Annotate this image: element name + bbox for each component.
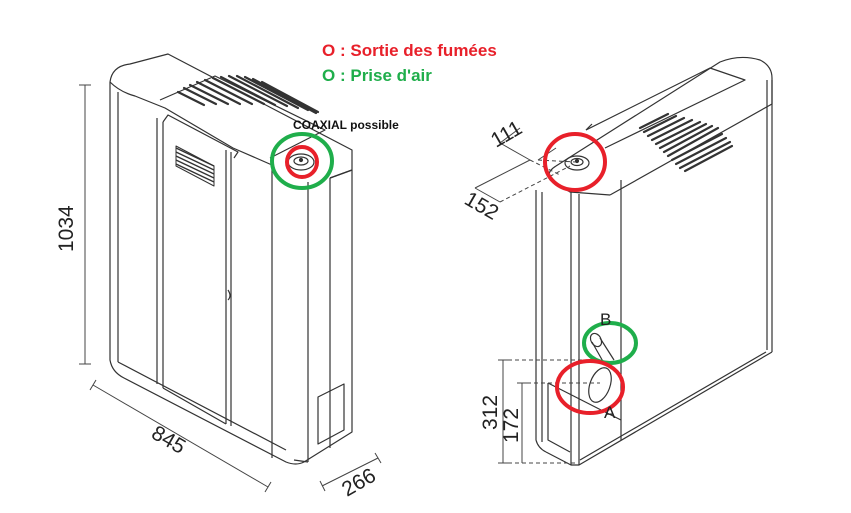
- front-air-intake-marker: [270, 132, 334, 190]
- rear-stove-drawing: [535, 56, 773, 466]
- legend-item-air-intake: O : Prise d'air: [322, 63, 497, 88]
- outlet-height-172: 172: [500, 408, 523, 443]
- outlet-a-label: A: [604, 403, 616, 422]
- depth-dimension: 266: [338, 464, 380, 501]
- rear-air-intake-marker: [582, 321, 638, 365]
- legend-circle-icon: O: [322, 66, 336, 85]
- front-stove-drawing: [109, 53, 353, 465]
- front-smoke-outlet-marker: [285, 145, 319, 179]
- legend-circle-icon: O: [322, 41, 336, 60]
- rear-top-smoke-outlet-marker: [543, 132, 607, 192]
- flue-offset-152: 152: [461, 187, 503, 224]
- legend: O : Sortie des fumées O : Prise d'air: [322, 38, 497, 88]
- front-dimension-lines: [79, 84, 382, 493]
- height-dimension: 1034: [55, 205, 78, 252]
- rear-smoke-outlet-marker: [555, 359, 625, 415]
- outlet-b-label: B: [600, 310, 611, 329]
- highlight-markers: [270, 132, 638, 415]
- legend-item-smoke-outlet: O : Sortie des fumées: [322, 38, 497, 63]
- legend-label: : Sortie des fumées: [339, 41, 497, 60]
- flue-offset-111: 111: [487, 116, 526, 152]
- width-dimension: 845: [148, 421, 190, 458]
- coaxial-annotation: COAXIAL possible: [293, 118, 399, 132]
- legend-label: : Prise d'air: [339, 66, 432, 85]
- outlet-height-312: 312: [479, 395, 502, 430]
